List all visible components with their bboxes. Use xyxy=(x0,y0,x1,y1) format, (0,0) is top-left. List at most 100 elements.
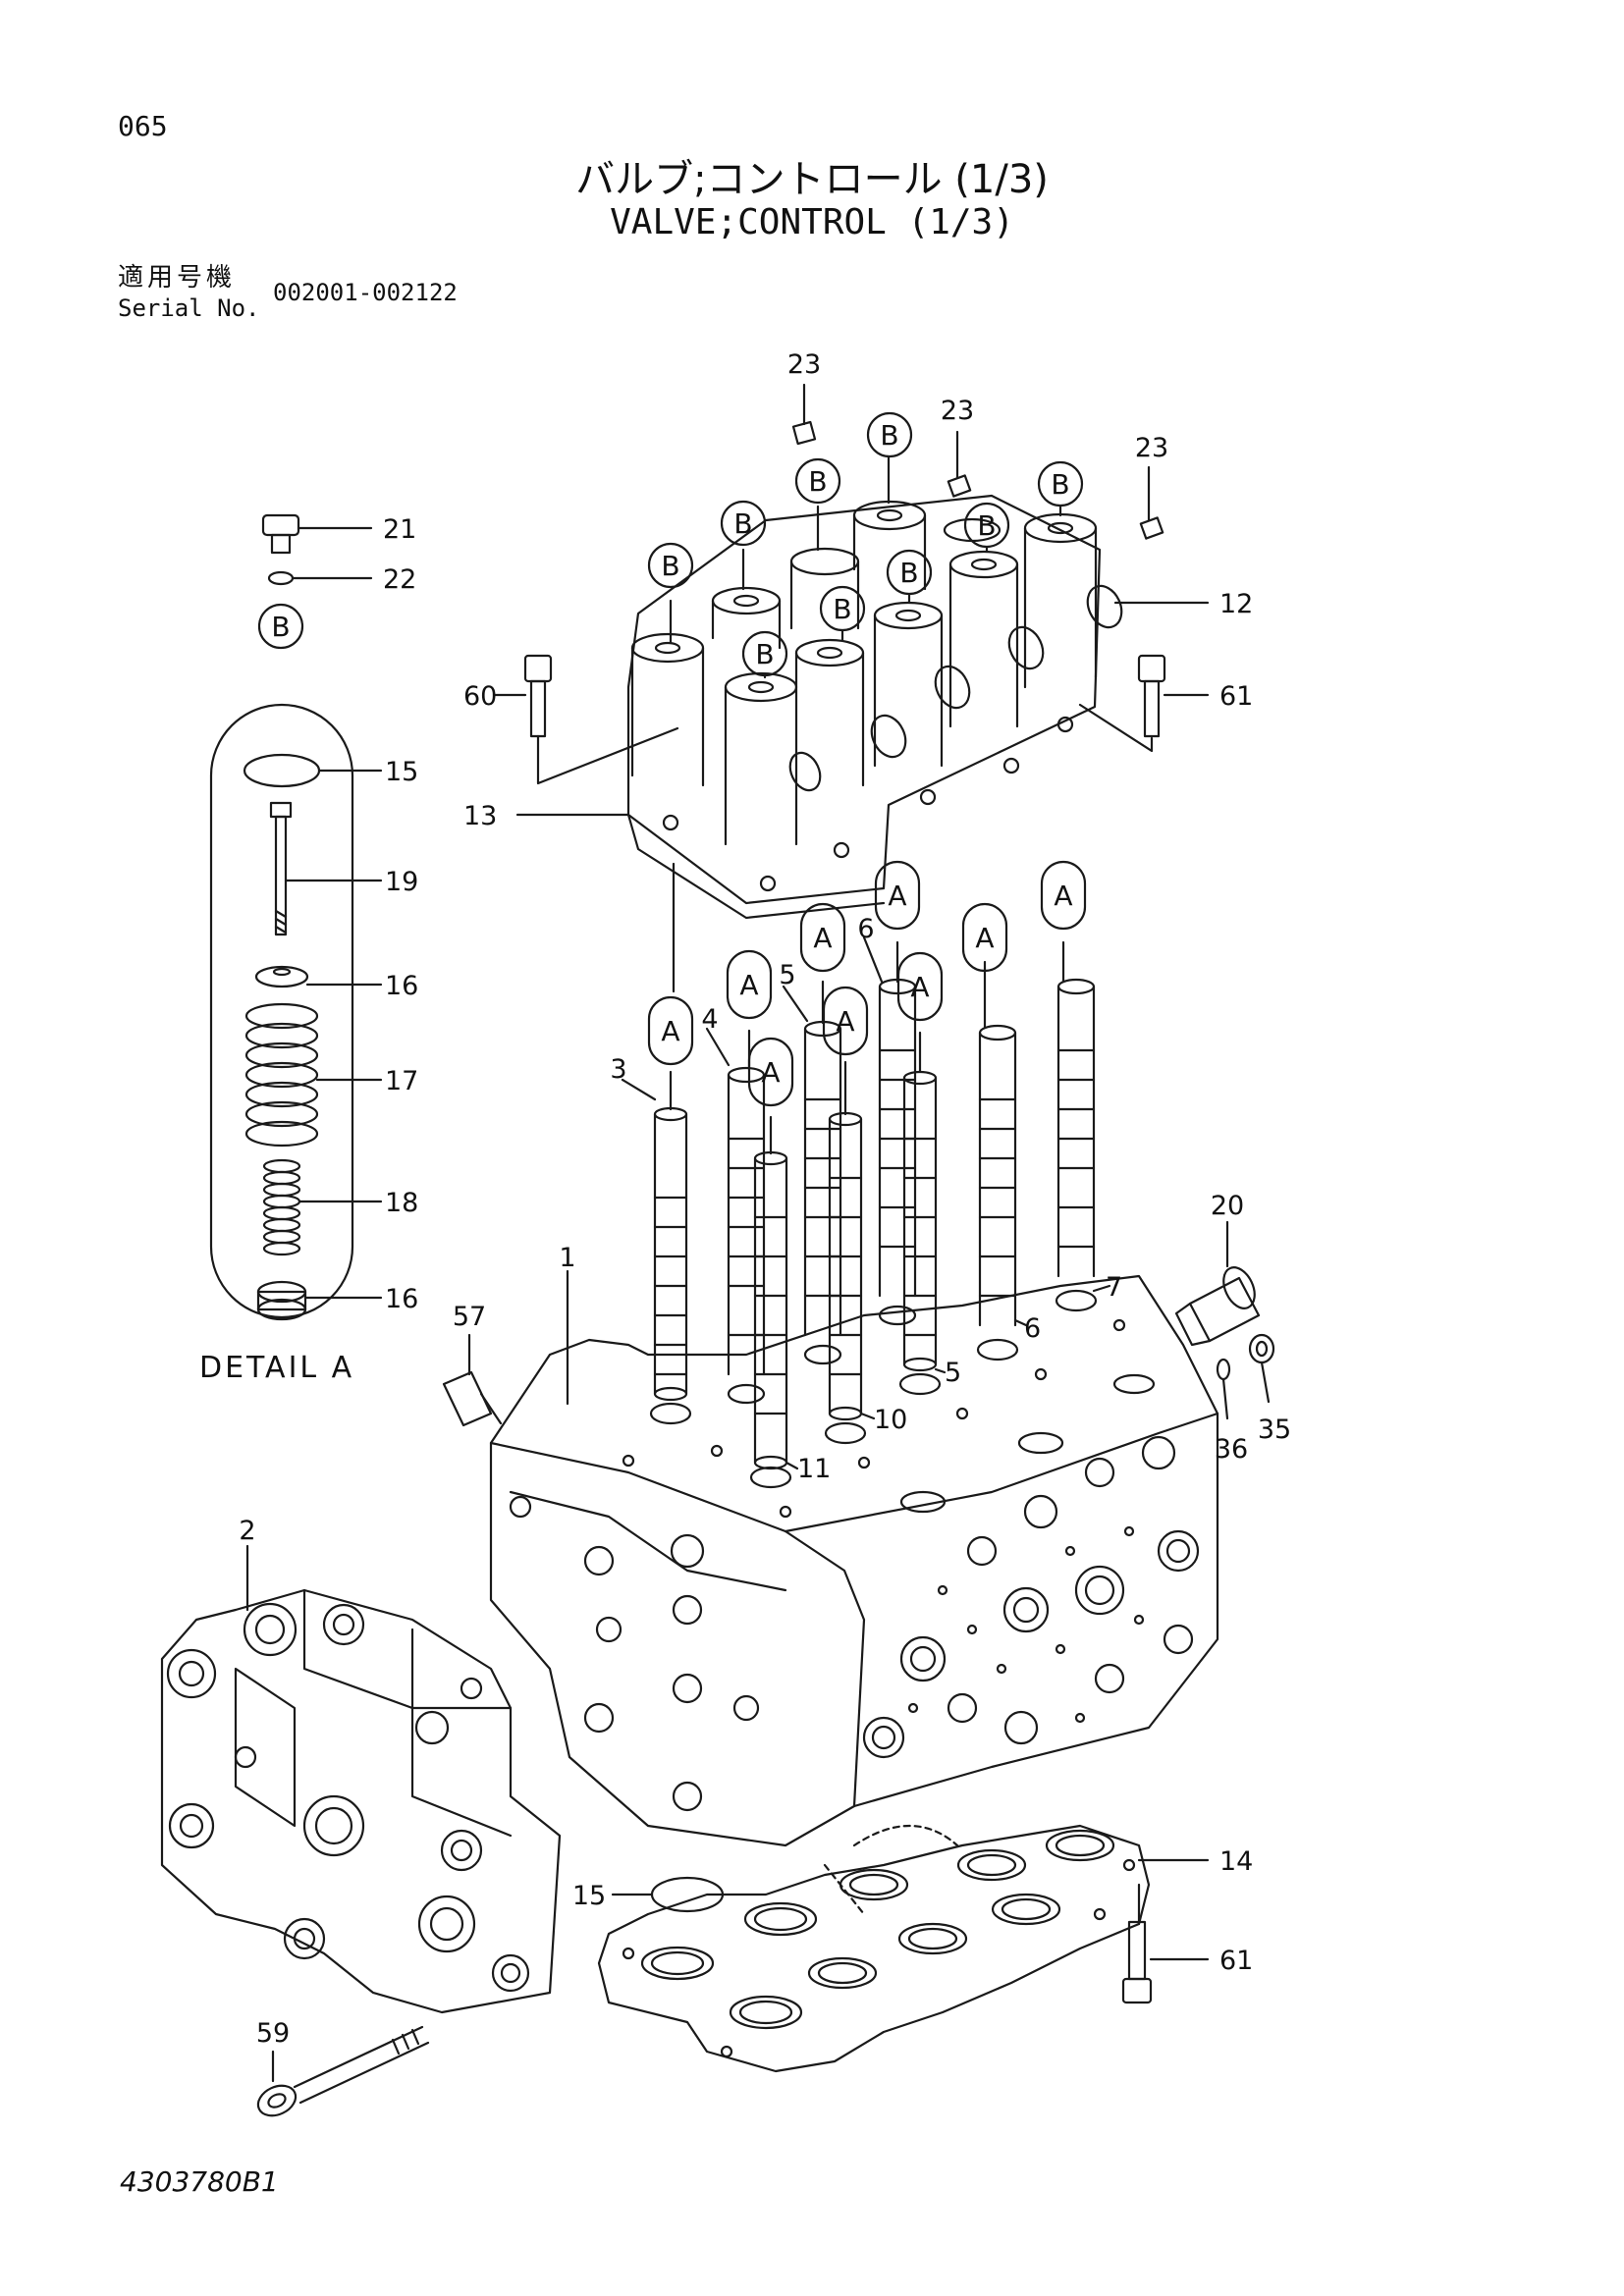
svg-text:B: B xyxy=(880,419,898,452)
marker-a-2: A xyxy=(726,949,773,1020)
svg-text:A: A xyxy=(761,1056,780,1089)
callout-1: 1 xyxy=(559,1243,575,1273)
svg-text:A: A xyxy=(836,1005,854,1038)
o-ring-36 xyxy=(1216,1358,1231,1381)
callout-15: 15 xyxy=(572,1881,606,1911)
svg-text:B: B xyxy=(733,507,752,540)
callout-10: 10 xyxy=(874,1405,907,1435)
svg-text:B: B xyxy=(755,638,774,670)
spool-5-front xyxy=(902,1070,938,1372)
callout-59: 59 xyxy=(256,2018,290,2049)
inlet-housing-2 xyxy=(160,1588,562,2014)
marker-a-6: A xyxy=(874,860,921,931)
svg-text:B: B xyxy=(808,465,827,498)
marker-a-4: A xyxy=(799,902,846,973)
svg-text:A: A xyxy=(1054,880,1072,912)
marker-b-1: B xyxy=(647,542,694,589)
spool-6-front xyxy=(978,1024,1017,1327)
marker-a-1: A xyxy=(647,995,694,1066)
callout-22: 22 xyxy=(383,564,416,595)
bolt-61-upper xyxy=(1137,654,1166,738)
spool-4 xyxy=(727,1066,766,1376)
callout-13: 13 xyxy=(463,801,497,831)
marker-b-8: B xyxy=(819,585,866,632)
marker-b-5: B xyxy=(963,502,1010,549)
callout-16-top: 16 xyxy=(385,971,418,1001)
callout-15-detail: 15 xyxy=(385,757,418,787)
spool-7 xyxy=(1056,978,1096,1278)
svg-text:A: A xyxy=(661,1015,679,1047)
marker-b-2: B xyxy=(720,500,767,547)
svg-text:A: A xyxy=(739,969,758,1001)
detail-a-group xyxy=(209,703,383,1321)
end-cover-14 xyxy=(597,1824,1151,2073)
o-ring-22 xyxy=(267,570,295,586)
callout-35: 35 xyxy=(1258,1415,1291,1445)
page-title-english: VALVE;CONTROL (1/3) xyxy=(610,202,1014,242)
svg-text:A: A xyxy=(975,922,994,954)
svg-text:B: B xyxy=(1051,468,1069,501)
callout-18: 18 xyxy=(385,1188,418,1218)
callout-11: 11 xyxy=(797,1454,831,1484)
callout-17: 17 xyxy=(385,1066,418,1096)
svg-text:B: B xyxy=(833,593,851,625)
marker-b-4: B xyxy=(866,411,913,458)
page-title-japanese: バルブ;コントロール (1/3) xyxy=(575,157,1049,202)
marker-a-9: A xyxy=(1040,860,1087,931)
spools-group xyxy=(653,940,1096,1470)
detail-a-label: DETAIL A xyxy=(199,1351,355,1385)
callout-20: 20 xyxy=(1211,1191,1244,1221)
callout-7: 7 xyxy=(1106,1272,1122,1303)
spring-18 xyxy=(262,1158,301,1256)
marker-b-3: B xyxy=(794,457,841,505)
callout-6-front: 6 xyxy=(1024,1313,1041,1344)
document-number: 4303780B1 xyxy=(120,2165,279,2198)
bolt-60 xyxy=(523,654,553,738)
plug-21 xyxy=(261,513,300,555)
marker-a-5: A xyxy=(822,986,869,1056)
set-screw-23-middle xyxy=(947,474,972,498)
callout-16-bottom: 16 xyxy=(385,1284,418,1314)
callout-23-left: 23 xyxy=(787,349,821,380)
callout-36: 36 xyxy=(1215,1434,1248,1465)
set-screw-23-right xyxy=(1139,516,1164,540)
page-number: 065 xyxy=(118,110,168,142)
svg-text:B: B xyxy=(977,509,996,542)
spring-17 xyxy=(244,1002,319,1148)
serial-range: 002001-002122 xyxy=(273,279,458,306)
svg-text:B: B xyxy=(661,550,679,582)
marker-a-8: A xyxy=(961,902,1008,973)
marker-b-7: B xyxy=(886,549,933,596)
callout-12: 12 xyxy=(1219,589,1253,619)
callout-5-front: 5 xyxy=(945,1358,961,1388)
callout-4: 4 xyxy=(701,1004,718,1035)
callout-3: 3 xyxy=(610,1054,626,1085)
marker-b-9: B xyxy=(741,630,788,677)
relief-valve-20 xyxy=(1174,1266,1261,1347)
svg-text:A: A xyxy=(813,922,832,954)
spool-11 xyxy=(753,1150,788,1470)
set-screw-23-left xyxy=(791,420,817,446)
callout-61-upper: 61 xyxy=(1219,681,1253,712)
marker-b-6: B xyxy=(1037,460,1084,507)
bolt-19 xyxy=(269,801,293,936)
callout-57: 57 xyxy=(453,1302,486,1332)
pilot-cover-13 xyxy=(626,494,1123,920)
marker-a-3: A xyxy=(747,1037,794,1107)
svg-text:B: B xyxy=(271,611,290,643)
retainer-16-top xyxy=(254,965,309,988)
serial-label-english: Serial No. xyxy=(118,294,260,322)
plug-35 xyxy=(1248,1333,1275,1364)
retainer-16-bottom xyxy=(256,1280,307,1321)
bolt-59 xyxy=(256,2025,430,2117)
marker-a-7: A xyxy=(896,951,944,1022)
serial-label-japanese: 適用号機 xyxy=(118,263,237,293)
plug-57 xyxy=(442,1370,503,1427)
callout-23-right: 23 xyxy=(1135,433,1168,463)
callout-19: 19 xyxy=(385,867,418,897)
o-ring-15-detail xyxy=(243,753,321,788)
spool-3 xyxy=(653,1106,688,1402)
svg-text:B: B xyxy=(899,557,918,589)
callout-6-rear: 6 xyxy=(857,914,874,944)
